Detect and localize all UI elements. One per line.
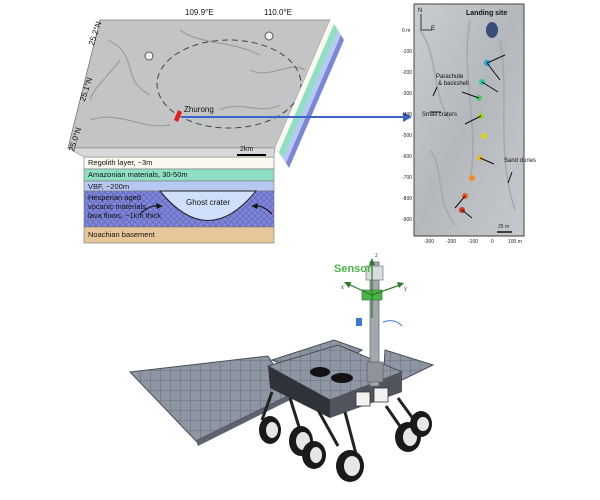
y-tick: -300: [402, 91, 413, 97]
layer-label-hesperian-1: Hesperian aged: [88, 193, 141, 202]
layer-label-noachian: Noachian basement: [88, 230, 155, 239]
north-label: N: [418, 8, 423, 14]
traverse-map: [413, 3, 525, 237]
layer-label-hesperian-3: lava flows, ~1km thick: [88, 211, 162, 220]
parachute-label: Parachute: [436, 74, 464, 80]
sensor-label: Sensor: [334, 263, 372, 275]
crater-1: [144, 51, 154, 61]
x-tick: 0: [491, 239, 494, 245]
rover-wheels: [259, 411, 432, 482]
x-tick: -100: [468, 239, 479, 245]
lon-label-2: 110.0°E: [264, 8, 292, 17]
y-tick: -900: [402, 217, 413, 223]
layer-label-amazonian: Amazonian materials, 30-50m: [88, 170, 188, 179]
rotation-marker: [356, 318, 362, 326]
rover-mast: [369, 261, 380, 387]
block-scale-label: 2km: [240, 146, 254, 153]
backshell-label: & backshell: [438, 81, 469, 87]
axis-y: [371, 284, 401, 296]
axis-label-y: y: [404, 286, 407, 292]
zhurong-label: Zhurong: [184, 105, 214, 114]
layer-label-vbf: VBF, ~200m: [88, 182, 130, 191]
layer-label-regolith: Regolith layer, ~3m: [88, 158, 153, 167]
sand-dunes-label: Sand dunes: [504, 158, 537, 164]
landing-site-title: Landing site: [466, 10, 508, 17]
link-arrow: [182, 112, 412, 122]
landing-site-mark: [486, 22, 498, 38]
y-tick: 0 m: [402, 28, 411, 34]
y-tick: -700: [402, 175, 413, 181]
block-diagram: [66, 19, 344, 244]
axis-label-x: x: [341, 285, 344, 291]
ghost-crater-basin: [158, 190, 258, 221]
terrain-texture: [89, 29, 306, 127]
layer-noachian: [83, 226, 275, 244]
axis-label-z: z: [375, 253, 378, 259]
ghost-crater-outline: [156, 39, 302, 129]
lon-label-1: 109.9°E: [185, 8, 214, 17]
y-tick: -100: [402, 49, 413, 55]
y-tick: -200: [402, 70, 413, 76]
axis-x: [347, 283, 373, 296]
crater-2: [264, 31, 274, 41]
x-tick: -300: [424, 239, 435, 245]
rover-port-1: [310, 367, 330, 377]
ghost-crater-label: Ghost crater: [186, 198, 231, 207]
x-tick: 100 m: [508, 239, 522, 245]
x-tick: -200: [446, 239, 457, 245]
y-tick: -400: [402, 112, 413, 118]
y-tick: -500: [402, 133, 413, 139]
map-scale-label: 25 m: [498, 224, 510, 230]
layer-label-hesperian-2: vocanic materials: [88, 202, 146, 211]
zhurong-site-marker: [174, 110, 182, 122]
small-craters-label: Small craters: [422, 112, 458, 118]
y-tick: -800: [402, 196, 413, 202]
east-label: E: [431, 26, 436, 32]
rover-illustration: [128, 258, 435, 482]
rover-port-2: [331, 373, 353, 383]
y-tick: -600: [402, 154, 413, 160]
